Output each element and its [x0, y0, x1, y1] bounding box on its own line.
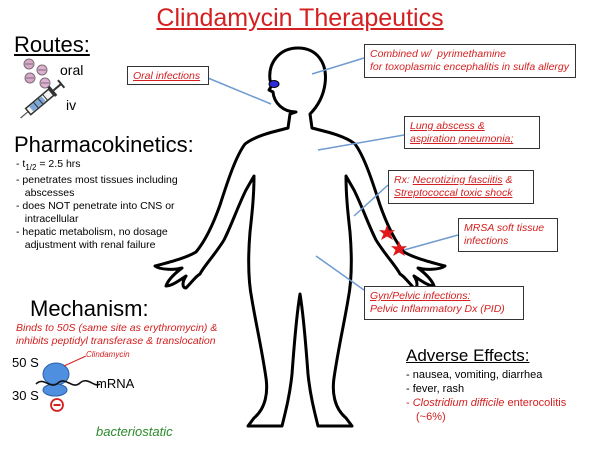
oral-pill-icons [23, 58, 51, 89]
pk-item: - penetrates most tissues including [16, 174, 178, 187]
infection-star-lower [391, 241, 407, 256]
mechanism-description: Binds to 50S (same site as erythromycin)… [16, 322, 217, 348]
ribosome-diagram [35, 355, 101, 412]
mechanism-line-1: Binds to 50S (same site as erythromycin)… [16, 322, 218, 334]
clindamycin-label: Clindamycin [86, 350, 130, 359]
routes-heading: Routes: [14, 32, 90, 57]
human-body-outline [153, 46, 447, 428]
pharmacokinetics-list: - t1/2 = 2.5 hrs - penetrates most tissu… [16, 158, 178, 252]
routes-iv-label: iv [66, 97, 77, 113]
adverse-effect-item: - fever, rash [406, 383, 465, 395]
adverse-effect-percent: (~6%) [416, 411, 446, 423]
adverse-effect-item-cdiff: - Clostridium difficile enterocolitis [406, 397, 567, 409]
adverse-effect-item: - nausea, vomiting, diarrhea [406, 369, 543, 381]
bacteriostatic-label: bacteriostatic [96, 424, 173, 439]
pk-item: - hepatic metabolism, no dosage [16, 226, 168, 239]
callout-connectors [207, 57, 459, 291]
callout-necrotizing-fasciitis: Rx: Necrotizing fasciitis & Streptococca… [388, 170, 534, 204]
pk-item: intracellular [16, 213, 79, 226]
mouth-mark [268, 80, 280, 88]
ribosome-30s-subunit [42, 383, 68, 397]
inhibition-sign-icon [50, 398, 64, 412]
mechanism-line-2: inhibits peptidyl transferase & transloc… [16, 335, 216, 347]
callout-toxoplasmic-encephalitis: Combined w/ pyrimethamine for toxoplasmi… [364, 44, 576, 78]
mrna-label: mRNA [96, 376, 135, 391]
ribosome-30s-label: 30 S [12, 388, 39, 403]
pk-item: abscesses [16, 187, 75, 200]
iv-syringe-icon [20, 79, 66, 119]
callout-mrsa-soft-tissue: MRSA soft tissue infections [458, 218, 558, 252]
callout-gyn-pelvic-infections: Gyn/Pelvic infections: Pelvic Inflammato… [364, 286, 524, 320]
pharmacokinetics-heading: Pharmacokinetics: [14, 132, 194, 157]
routes-oral-label: oral [60, 62, 84, 78]
adverse-effects-heading: Adverse Effects: [406, 346, 530, 365]
ribosome-50s-label: 50 S [12, 355, 39, 370]
callout-oral-infections: Oral infections [127, 66, 209, 85]
adverse-effects-list: - nausea, vomiting, diarrhea - fever, ra… [406, 368, 566, 424]
pk-item: - does NOT penetrate into CNS or [16, 200, 175, 213]
half-life-item: - t1/2 = 2.5 hrs [16, 158, 81, 173]
callout-lung-abscess: Lung abscess & aspiration pneumonia; [404, 116, 540, 149]
page-title: Clindamycin Therapeutics [156, 4, 444, 32]
pk-item: adjustment with renal failure [16, 239, 156, 252]
mechanism-heading: Mechanism: [30, 296, 149, 321]
mrna-strand [35, 379, 101, 386]
infection-star-upper [379, 225, 395, 240]
